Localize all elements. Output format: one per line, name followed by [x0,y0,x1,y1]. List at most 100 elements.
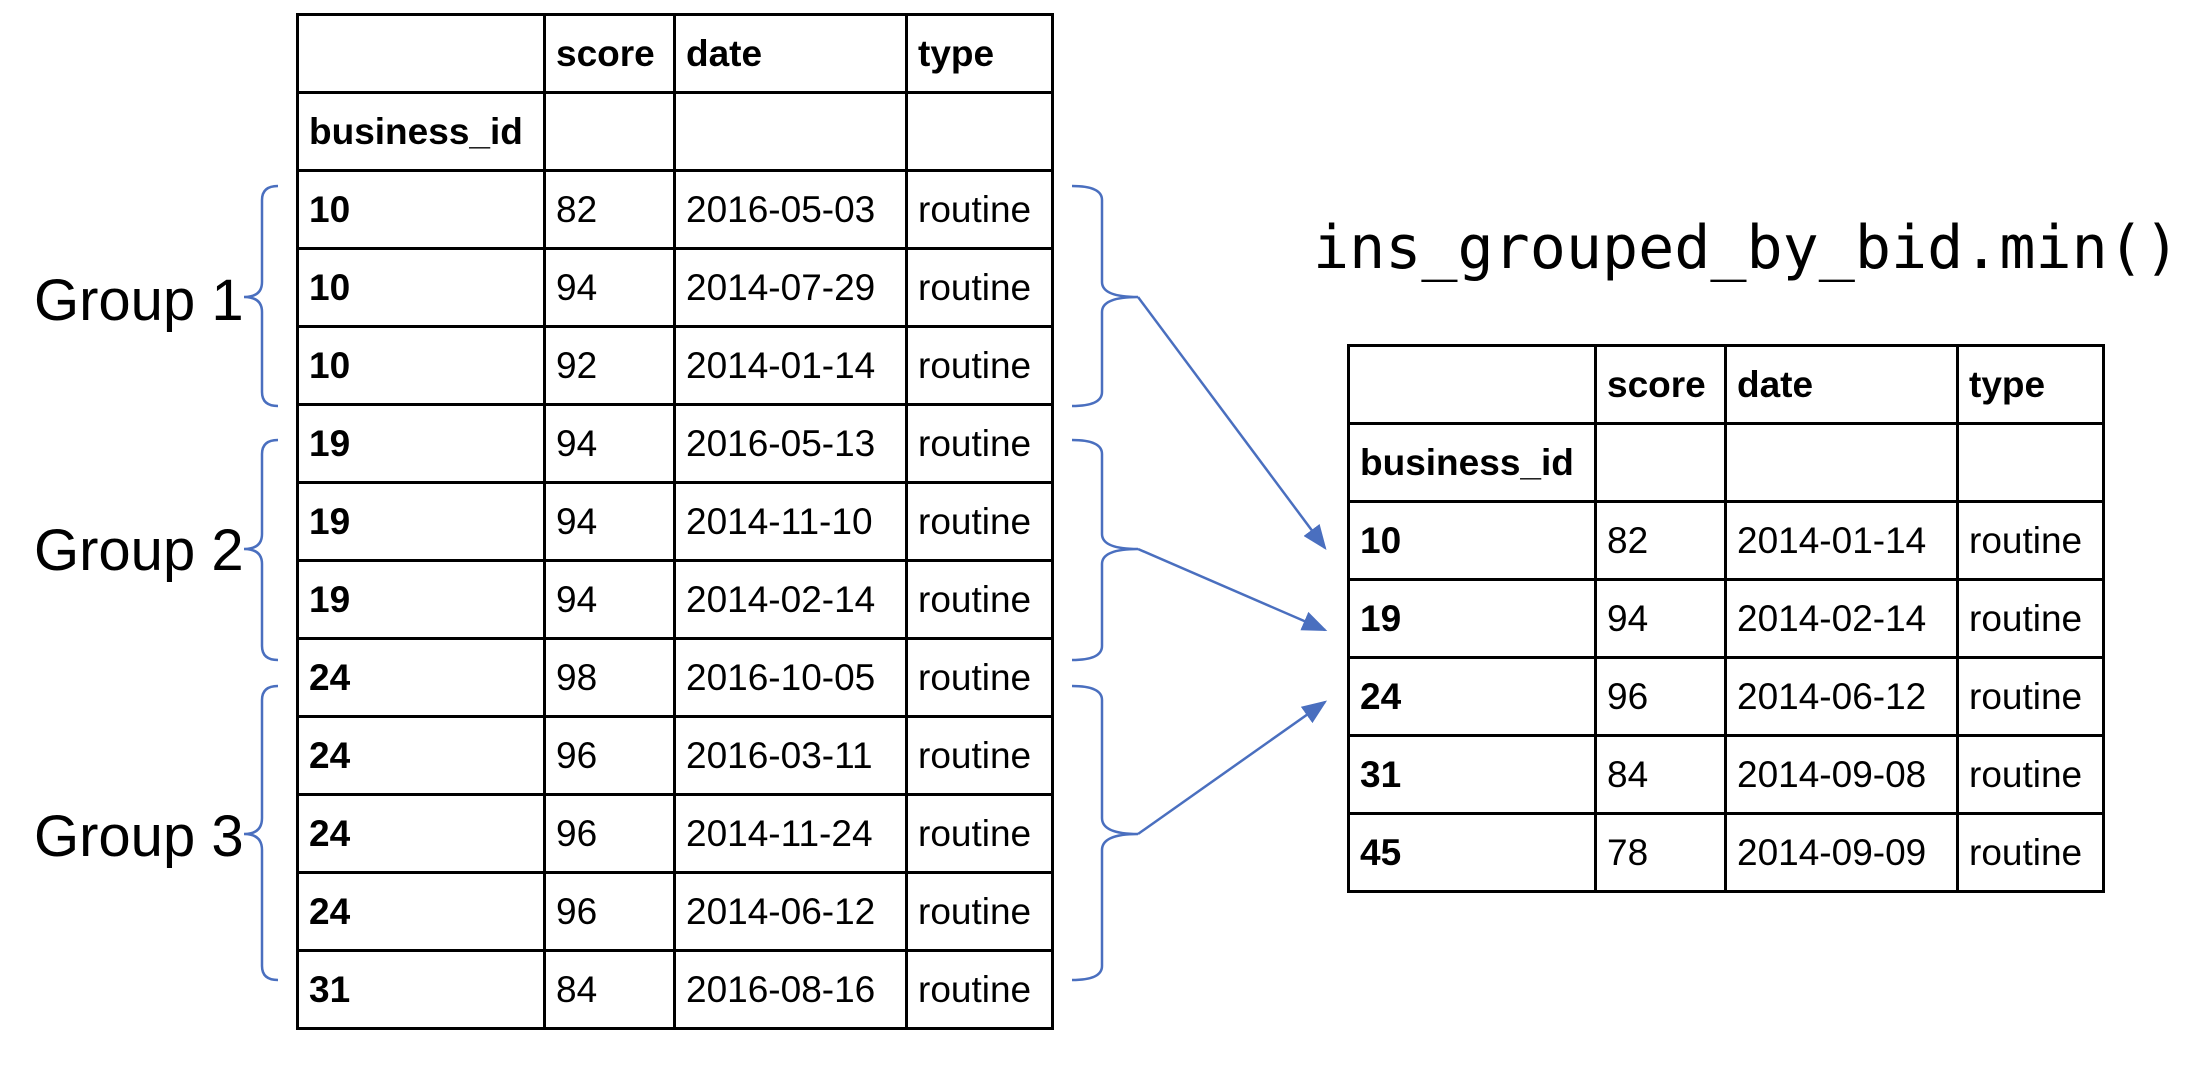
source-table-cell: routine [905,715,1054,796]
source-table-cell: routine [905,637,1054,718]
source-table-cell: routine [905,403,1054,484]
group-1-left-brace [243,184,279,408]
result-table-corner-cell [1347,344,1597,425]
source-table-cell: 94 [543,559,676,640]
source-table-index-name-row: business_id [296,91,1054,172]
source-table-column-header: date [673,13,908,94]
result-table-cell: 96 [1594,656,1727,737]
source-table-cell: 2014-02-14 [673,559,908,640]
source-table-cell: 2014-11-10 [673,481,908,562]
source-table-column-header: score [543,13,676,94]
source-table-cell: 2014-07-29 [673,247,908,328]
result-table-column-header: date [1724,344,1959,425]
source-table-index-cell: 10 [296,169,546,250]
source-table-cell: routine [905,481,1054,562]
source-table-cell: 94 [543,247,676,328]
result-table-cell: 82 [1594,500,1727,581]
source-table-cell: 84 [543,949,676,1030]
group-3-label: Group 3 [34,804,244,869]
source-table-cell: routine [905,559,1054,640]
source-table-cell: 2016-10-05 [673,637,908,718]
source-table-cell: routine [905,871,1054,952]
source-table-index-cell: 24 [296,793,546,874]
group-2-left-brace [243,438,279,662]
result-table-index-name: business_id [1347,422,1597,503]
source-table-index-cell: 31 [296,949,546,1030]
result-table-cell: 84 [1594,734,1727,815]
source-table-index-cell: 24 [296,715,546,796]
result-table-index-cell: 31 [1347,734,1597,815]
source-table-cell: 2016-05-13 [673,403,908,484]
result-table-index-cell: 24 [1347,656,1597,737]
result-table-cell: 2014-09-08 [1724,734,1959,815]
source-table-index-name: business_id [296,91,546,172]
group-1-right-brace [1071,184,1139,408]
source-table-index-cell: 19 [296,403,546,484]
result-table-cell: routine [1956,500,2105,581]
result-table-empty-cell [1724,422,1959,503]
source-table-cell: 96 [543,793,676,874]
source-table-empty-cell [905,91,1054,172]
result-table-cell: 2014-02-14 [1724,578,1959,659]
source-table-cell: 94 [543,403,676,484]
source-table-cell: 2014-11-24 [673,793,908,874]
source-table-cell: routine [905,325,1054,406]
source-table-cell: 2014-01-14 [673,325,908,406]
code-expression-label: ins_grouped_by_bid.min() [1313,213,2180,283]
result-table-index-name-row: business_id [1347,422,2105,503]
source-table-index-cell: 19 [296,481,546,562]
group-2-label: Group 2 [34,518,244,583]
source-table-cell: 2014-06-12 [673,871,908,952]
result-table-column-header: score [1594,344,1727,425]
source-table-cell: 2016-05-03 [673,169,908,250]
result-table-cell: routine [1956,578,2105,659]
group-2-right-brace [1071,438,1139,662]
source-table-index-cell: 19 [296,559,546,640]
source-table-index-cell: 24 [296,637,546,718]
source-table-empty-cell [673,91,908,172]
result-table-cell: 2014-09-09 [1724,812,1959,893]
source-table-cell: 94 [543,481,676,562]
result-table-cell: routine [1956,812,2105,893]
result-table-cell: 2014-01-14 [1724,500,1959,581]
source-table-index-cell: 24 [296,871,546,952]
source-table-column-header: type [905,13,1054,94]
group-2-arrow [1137,547,1328,632]
result-table-cell: 78 [1594,812,1727,893]
source-table-corner-cell [296,13,546,94]
source-table-cell: 2016-03-11 [673,715,908,796]
source-table-index-cell: 10 [296,247,546,328]
result-table-cell: 2014-06-12 [1724,656,1959,737]
source-table-cell: 82 [543,169,676,250]
result-table-index-cell: 10 [1347,500,1597,581]
source-table-index-cell: 10 [296,325,546,406]
result-table-cell: routine [1956,734,2105,815]
group-1-arrow [1136,296,1327,551]
group-1-label: Group 1 [34,268,244,333]
result-table-column-header: type [1956,344,2105,425]
group-3-right-brace [1071,684,1139,982]
source-table-cell: routine [905,793,1054,874]
source-table-cell: 2016-08-16 [673,949,908,1030]
source-table-cell: 98 [543,637,676,718]
source-table-cell: routine [905,949,1054,1030]
source-table-cell: 96 [543,871,676,952]
source-table-cell: 92 [543,325,676,406]
